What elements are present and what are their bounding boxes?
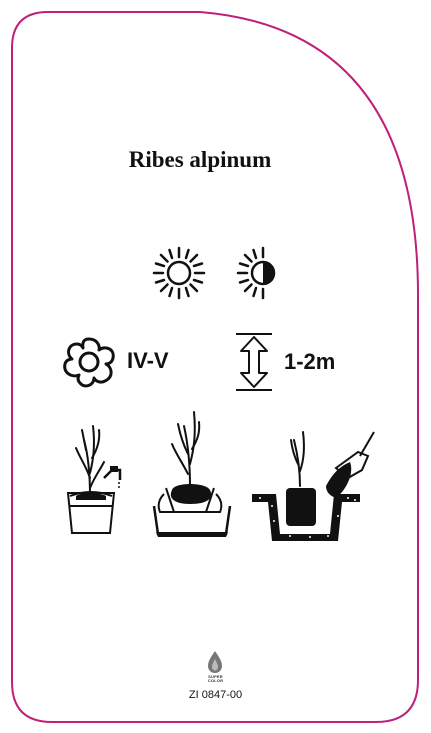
product-code: ZI 0847-00 [188, 689, 243, 701]
full-sun-icon [152, 246, 206, 300]
supercolor-logo-icon [208, 651, 222, 673]
plant-in-pot-icon [152, 411, 232, 537]
brand-line2: COLOR [207, 678, 224, 683]
height-arrow-icon [236, 333, 272, 391]
flower-icon [63, 337, 115, 388]
plant-height: 1-2m [284, 349, 336, 374]
planting-in-soil-icon [252, 431, 375, 541]
plant-title: Ribes alpinum [128, 147, 272, 172]
water-bucket-icon [66, 425, 122, 534]
brand-line1: SUPER [208, 674, 223, 679]
flowering-months: IV-V [127, 348, 169, 373]
half-shade-icon [236, 246, 276, 300]
